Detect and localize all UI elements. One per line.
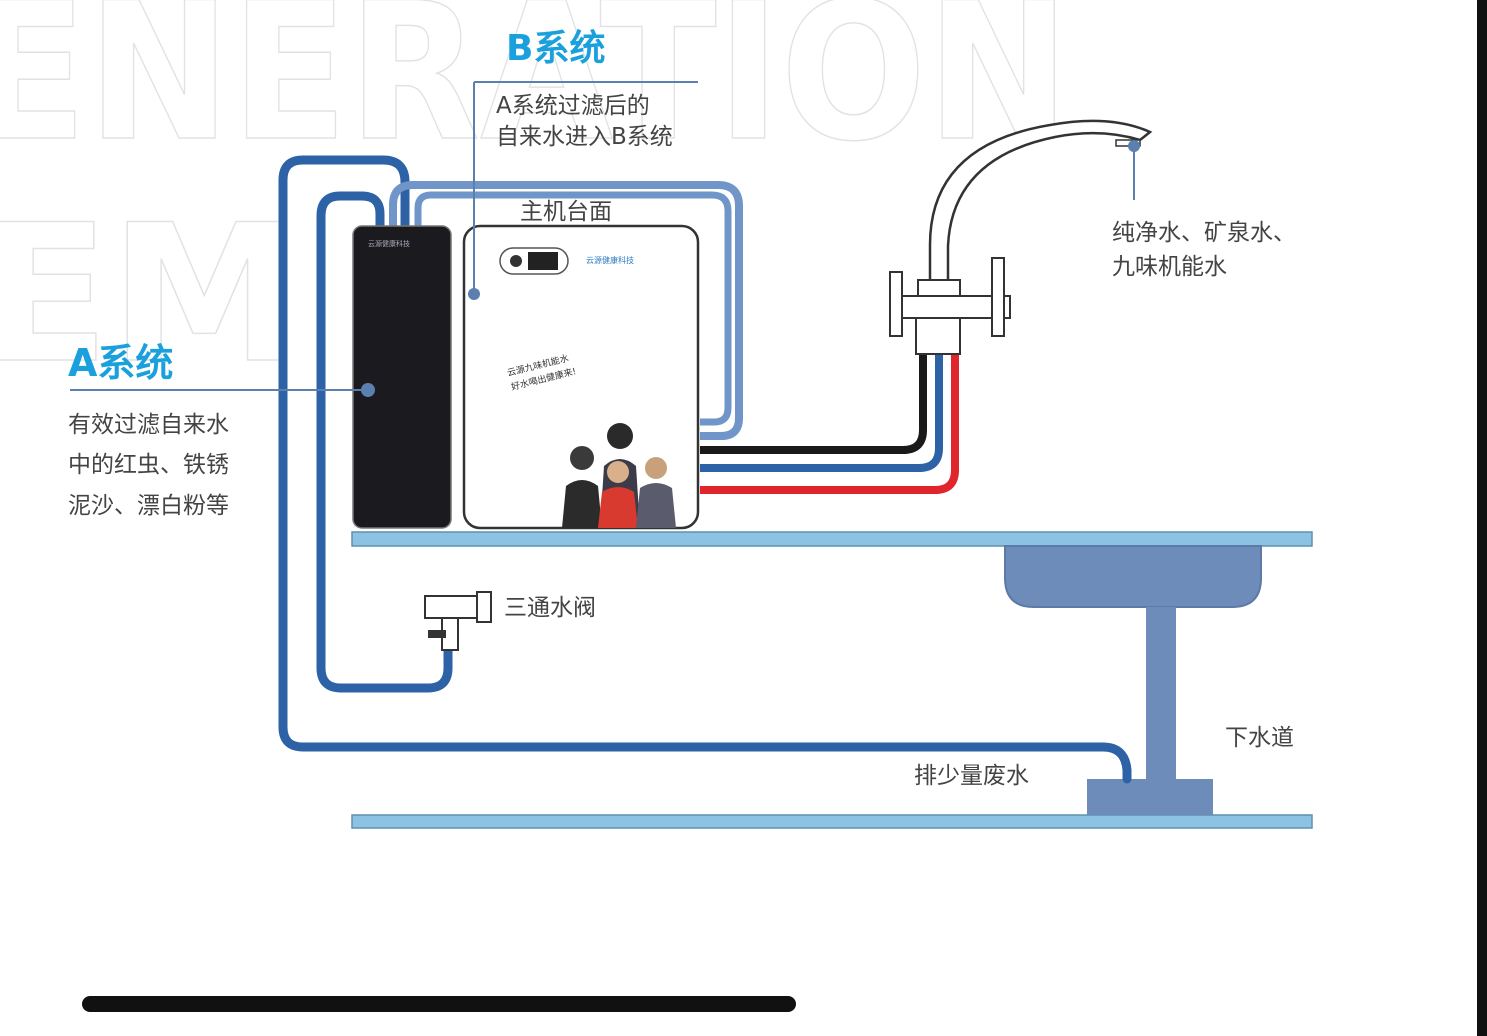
drain-label: 下水道 [1225,725,1294,751]
a-unit-brand: 云源健康科技 [368,239,410,248]
blue-outlet-pipe [700,352,943,472]
a-to-b-pipe-2 [414,191,732,426]
a-system-desc-line-3: 泥沙、漂白粉等 [68,493,229,519]
a-system-desc-line-1: 有效过滤自来水 [68,412,229,438]
drain-base [1087,779,1213,815]
drain-pipe [1146,607,1176,779]
home-indicator[interactable] [82,996,796,1012]
faucet-callout-dot [1128,140,1140,152]
floor-line [351,814,1313,829]
sink-basin [1004,545,1262,608]
three-way-valve [424,591,492,651]
b-system-desc-line-2: 自来水进入B系统 [496,124,673,150]
a-system-filter [352,225,452,529]
background-word-side: EM [0,184,299,405]
red-outlet-pipe [700,352,959,494]
b-callout-dot [468,288,480,300]
black-outlet-pipe [700,352,927,454]
poster-figures [562,423,676,528]
b-system-title: B系统 [506,28,605,69]
waste-water-label: 排少量废水 [914,763,1029,789]
b-system-desc-line-1: A系统过滤后的 [496,93,650,119]
faucet [889,119,1153,355]
three-way-valve-label: 三通水阀 [504,595,596,621]
inlet-pipe [316,191,453,693]
display-icon [510,255,522,267]
host-brand: 云源健康科技 [586,255,634,265]
display-screen [528,252,558,270]
countertop [351,531,1313,547]
a-system-title: A系统 [68,341,173,385]
host-counter-label: 主机台面 [520,199,612,225]
faucet-output-line-1: 纯净水、矿泉水、 [1112,220,1296,246]
waste-water-pipe [278,155,1132,784]
background-word-top: ENERATION [0,0,1070,183]
a-callout-dot [361,383,375,397]
faucet-output-line-2: 九味机能水 [1112,254,1227,280]
a-to-b-pipe [389,181,743,440]
a-system-desc-line-2: 中的红虫、铁锈 [68,452,229,478]
screen-edge [1477,0,1487,1036]
